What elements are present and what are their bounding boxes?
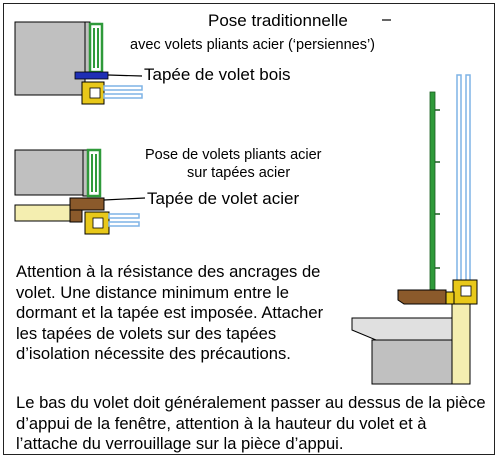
label-wood-shutter-frame: Tapée de volet bois bbox=[144, 65, 291, 84]
glass-vertical-inner bbox=[465, 74, 471, 284]
wall-section-middle bbox=[14, 149, 84, 196]
subtitle-line-2: sur tapées acier bbox=[187, 165, 291, 181]
glass-middle bbox=[108, 221, 140, 227]
wood-shutter-frame bbox=[74, 71, 109, 80]
glass-vertical-outer bbox=[456, 74, 462, 284]
folding-shutter-middle bbox=[86, 148, 102, 198]
insulation-block bbox=[14, 204, 71, 222]
warning-paragraph: Attention à la résistance des ancrages d… bbox=[16, 262, 324, 364]
bottom-paragraph: Le bas du volet doit généralement passer… bbox=[16, 393, 486, 454]
wall-section-right bbox=[371, 339, 453, 385]
shutter-vertical bbox=[429, 91, 436, 293]
wall-section-top bbox=[14, 21, 86, 96]
glass-top bbox=[103, 93, 143, 99]
stone-sill bbox=[351, 317, 453, 341]
label-steel-shutter-frame: Tapée de volet acier bbox=[147, 189, 300, 208]
title-line-2: avec volets pliants acier (‘persiennes’) bbox=[130, 37, 375, 53]
middle-detail bbox=[14, 148, 146, 235]
leader-wood-frame bbox=[107, 74, 143, 77]
right-detail bbox=[351, 74, 478, 385]
window-sill-steel bbox=[397, 289, 447, 305]
leader-steel-frame bbox=[103, 197, 146, 201]
title-line-1: Pose traditionnelle bbox=[208, 11, 348, 30]
subtitle-line-1: Pose de volets pliants acier bbox=[145, 147, 322, 163]
folding-shutter-top bbox=[88, 22, 104, 74]
top-detail bbox=[14, 21, 143, 105]
steel-shutter-frame bbox=[69, 197, 105, 211]
